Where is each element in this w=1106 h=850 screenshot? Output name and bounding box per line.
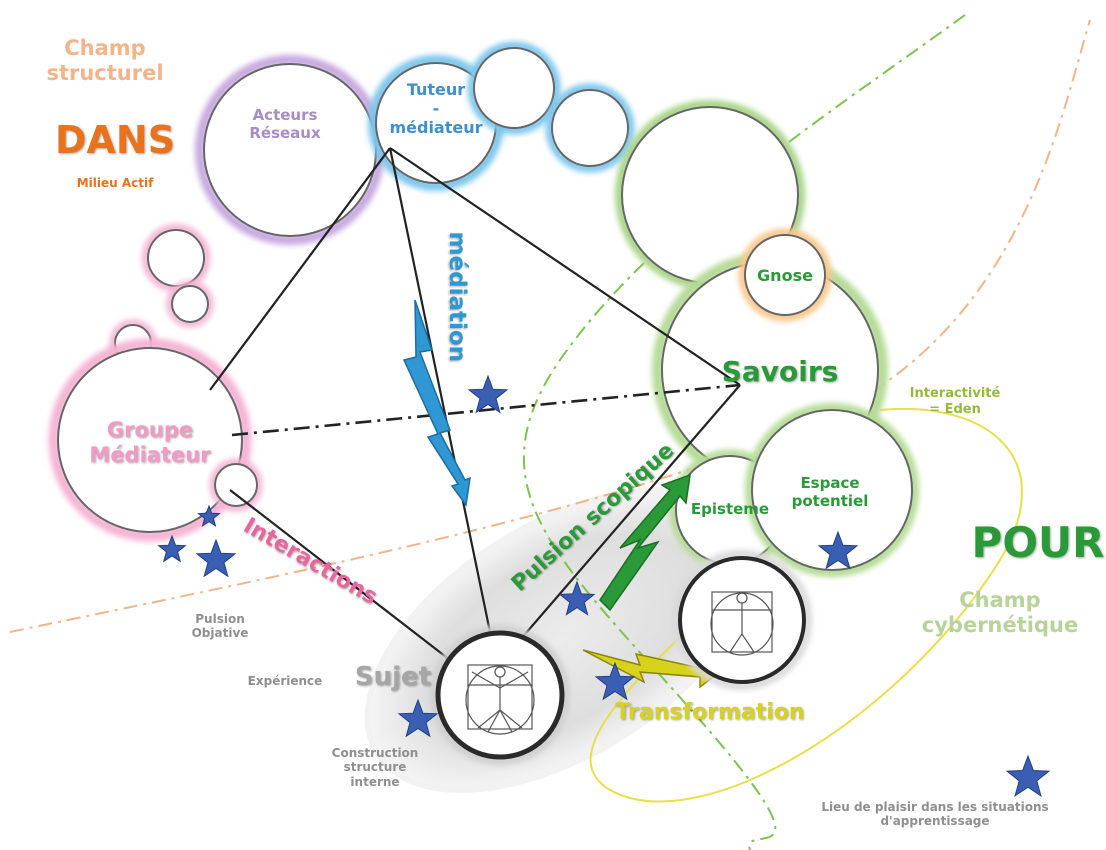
tuteur-line-3: médiateur <box>389 118 483 138</box>
legend-text: Lieu de plaisir dans les situations d'ap… <box>800 800 1070 829</box>
star-icon <box>467 374 509 414</box>
legend-line-2: d'apprentissage <box>880 814 990 829</box>
star-icon <box>195 538 237 578</box>
gnose-circle <box>744 234 826 316</box>
construction-label: Construction structure interne <box>320 746 430 789</box>
construction-line-3: interne <box>350 774 400 789</box>
acteurs-reseaux-circle <box>203 63 377 237</box>
blue-bubble-2 <box>551 89 629 167</box>
stars-layer <box>157 374 1051 797</box>
transformed-circle-glow <box>672 550 812 690</box>
cybernetique-line-1: Champ <box>959 588 1041 612</box>
tetrahedron <box>209 147 741 661</box>
pulsion-scopique-arrow <box>599 473 691 612</box>
mediation-arrow <box>402 299 471 507</box>
interactivite-line-1: Interactivité <box>909 386 1001 401</box>
acteurs-reseaux-label: Acteurs Réseaux <box>230 106 340 142</box>
acteurs-line-2: Réseaux <box>249 124 321 142</box>
vitruvian-man-icon <box>465 664 535 735</box>
champ-structurel-line-1: Champ <box>64 36 146 60</box>
pink-bubble-2 <box>171 285 209 323</box>
groupe-mediateur-label: Groupe Médiateur <box>80 418 220 468</box>
construction-line-2: structure <box>343 760 407 775</box>
milieu-actif-label: Milieu Actif <box>76 176 154 190</box>
tuteur-mediateur-label: Tuteur - médiateur <box>380 80 492 138</box>
tuteur-line-2: - <box>432 99 440 119</box>
pink-bubble-2-glow <box>166 280 214 328</box>
objative-line-2: Objative <box>191 626 249 641</box>
vitruvian-man-icon <box>710 591 774 656</box>
pink-bubble-4 <box>214 463 258 507</box>
groupe-savoirs-dashed-line <box>231 383 741 437</box>
gnose-glow <box>738 228 832 322</box>
star-icon <box>397 698 439 738</box>
star-icon <box>157 534 187 563</box>
eden-loop-line <box>589 407 1023 803</box>
subject-circle-glow <box>430 625 570 765</box>
groupe-mediateur-circle <box>57 347 243 533</box>
experience-label: Expérience <box>247 674 323 688</box>
star-icon <box>594 661 636 701</box>
espace-potentiel-label: Espace potentiel <box>780 474 880 510</box>
groupe-glow <box>48 338 252 542</box>
mediation-label: médiation <box>443 231 470 363</box>
cybernetique-line-2: cybernétique <box>921 613 1079 638</box>
interactivite-line-2: = Eden <box>929 401 981 417</box>
pulsion-objative-label: Pulsion Objative <box>180 612 260 641</box>
groupe-line-2: Médiateur <box>89 443 211 468</box>
star-icon <box>1005 754 1051 797</box>
champ-cybernetique-label: Champ cybernétique <box>915 588 1085 638</box>
blue-bubble-1-glow <box>467 41 561 135</box>
dans-label: DANS <box>54 118 176 162</box>
blue-bubble-1 <box>473 47 555 129</box>
espace-potentiel-circle <box>751 409 913 571</box>
espace-potentiel-glow <box>745 403 919 577</box>
star-icon <box>197 504 221 528</box>
tuteur-line-1: Tuteur <box>406 80 466 99</box>
objative-line-1: Pulsion <box>195 612 245 626</box>
gnose-label: Gnose <box>757 266 813 285</box>
pink-bubble-1 <box>147 229 205 287</box>
star-icon <box>558 580 596 616</box>
pour-label: POUR <box>971 518 1105 567</box>
construction-line-1: Construction <box>331 746 419 760</box>
espace-line-1: Espace <box>800 474 860 492</box>
champ-structurel-label: Champ structurel <box>30 36 180 86</box>
star-icon <box>817 530 859 570</box>
acteurs-line-1: Acteurs <box>252 106 318 124</box>
sujet-label: Sujet <box>354 662 432 692</box>
groupe-line-1: Groupe <box>106 418 194 442</box>
pink-bubble-4-glow <box>209 458 263 512</box>
episteme-label: Episteme <box>690 500 770 518</box>
legend-line-1: Lieu de plaisir dans les situations <box>821 800 1049 814</box>
espace-line-2: potentiel <box>791 492 869 510</box>
transformation-label: Transformation <box>615 700 805 725</box>
interactivite-label: Interactivité = Eden <box>895 386 1015 417</box>
champ-structurel-line-2: structurel <box>46 61 164 86</box>
blue-bubble-2-glow <box>545 83 635 173</box>
savoirs-label: Savoirs <box>721 355 839 388</box>
